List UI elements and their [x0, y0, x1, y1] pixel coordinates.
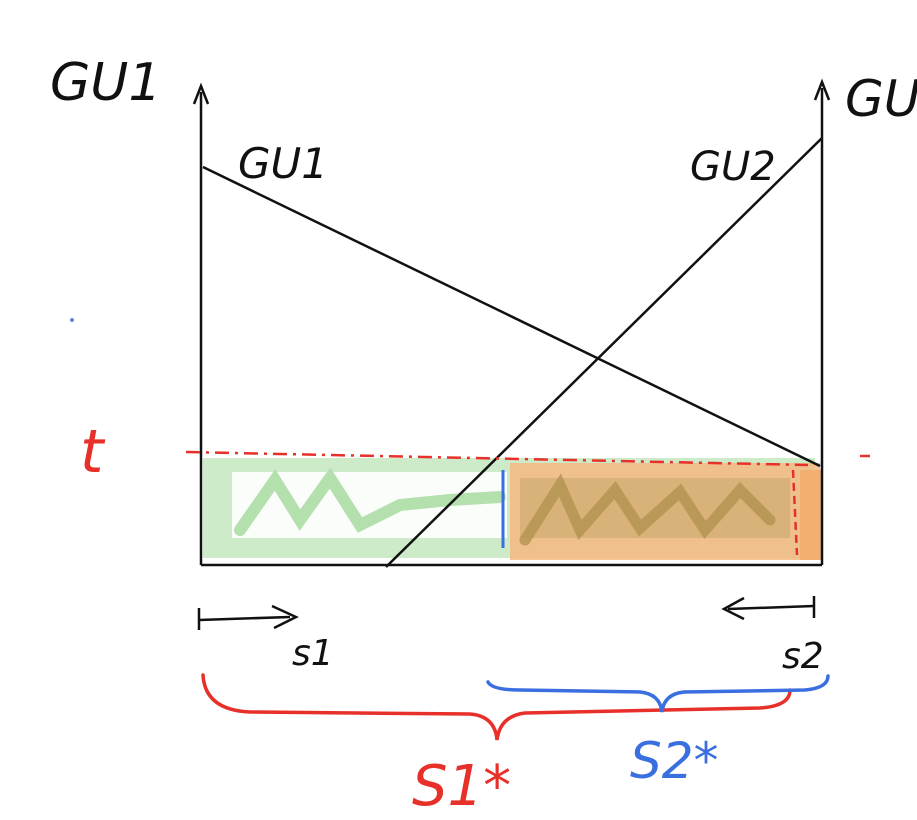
- s1-label: s1: [292, 633, 334, 674]
- s1-star-label: S1*: [412, 754, 511, 819]
- s1-arrow: [197, 604, 299, 630]
- orange-region: [510, 463, 822, 560]
- s2-star-label: S2*: [630, 732, 719, 790]
- threshold-label: t: [80, 417, 106, 487]
- threshold-line: [185, 450, 870, 556]
- right-axis: [813, 78, 831, 565]
- gu1-line-label: GU1: [238, 139, 328, 188]
- left-axis-label: GU1: [50, 53, 161, 113]
- right-axis-label: GU: [845, 70, 917, 128]
- gu2-line: [385, 137, 823, 568]
- gu1-line: [202, 165, 821, 468]
- s2-label: s2: [782, 636, 824, 677]
- left-axis: [192, 82, 210, 565]
- s2-arrow: [721, 596, 816, 621]
- gu2-line-label: GU2: [690, 144, 776, 190]
- s2-star-brace: [486, 674, 830, 713]
- stray-dot: [70, 318, 74, 322]
- s1-star-brace: [201, 673, 792, 741]
